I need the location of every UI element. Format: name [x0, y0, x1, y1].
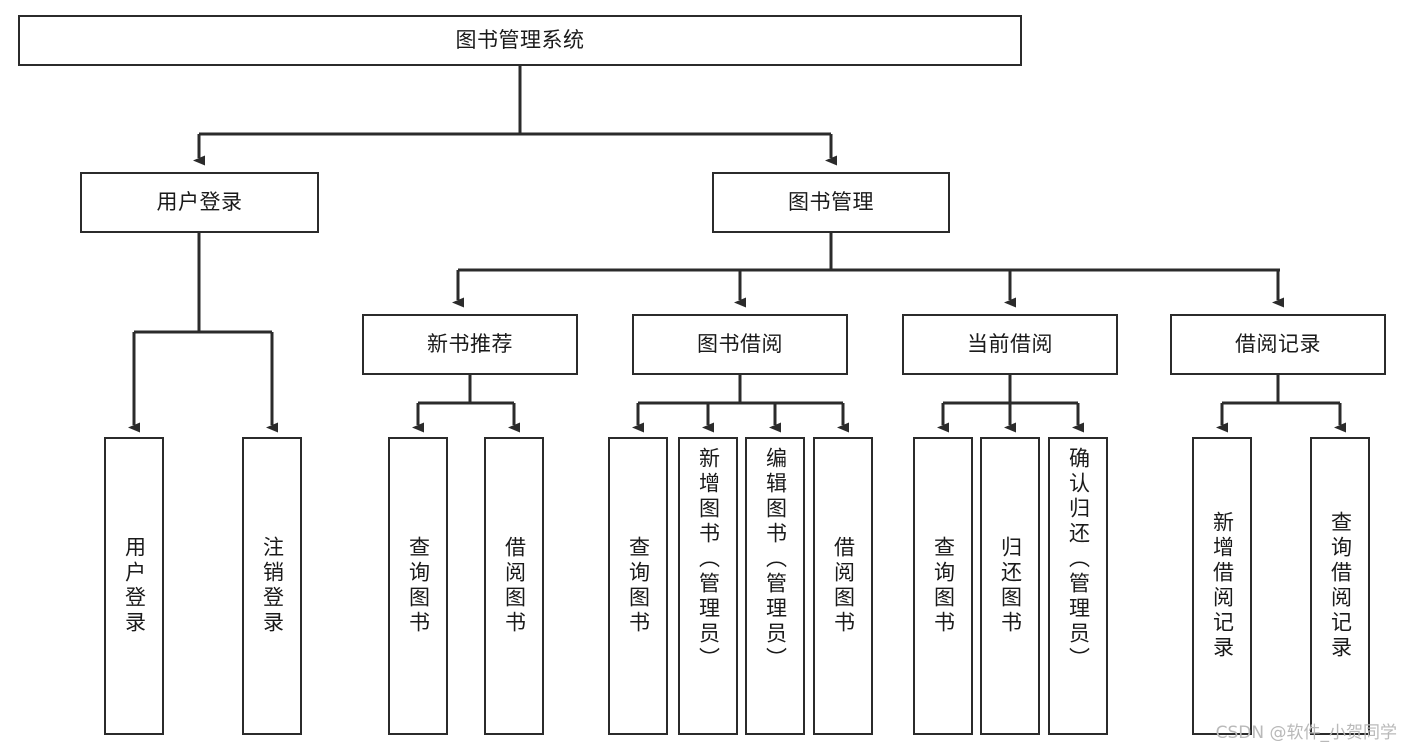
node-user-login[interactable]: 用户登录: [80, 172, 319, 233]
leaf-current-borrow-return-book[interactable]: 归还图书: [980, 437, 1040, 735]
leaf-borrow-record-add-record[interactable]: 新增借阅记录: [1192, 437, 1252, 735]
node-book-borrow[interactable]: 图书借阅: [632, 314, 848, 375]
leaf-user-login-login[interactable]: 用户登录: [104, 437, 164, 735]
node-label: 查询借阅记录: [1328, 511, 1353, 661]
csdn-watermark: CSDN @软件_小贺同学: [1215, 723, 1397, 743]
leaf-user-login-logout[interactable]: 注销登录: [242, 437, 302, 735]
node-label: 图书管理: [788, 189, 874, 214]
leaf-new-book-query-book[interactable]: 查询图书: [388, 437, 448, 735]
node-label: 查询图书: [931, 536, 956, 636]
leaf-borrow-record-query-record[interactable]: 查询借阅记录: [1310, 437, 1370, 735]
node-borrow-record[interactable]: 借阅记录: [1170, 314, 1386, 375]
node-label: 归还图书: [998, 536, 1023, 636]
node-label: 查询图书: [406, 536, 431, 636]
node-label: 借阅图书: [502, 536, 527, 636]
leaf-book-borrow-query-book[interactable]: 查询图书: [608, 437, 668, 735]
node-label: 查询图书: [626, 536, 651, 636]
node-label: 注销登录: [260, 536, 285, 636]
node-label: 新书推荐: [427, 331, 513, 356]
leaf-book-borrow-edit-book-admin[interactable]: 编辑图书（管理员）: [745, 437, 805, 735]
node-current-borrow[interactable]: 当前借阅: [902, 314, 1118, 375]
node-label: 确认归还（管理员）: [1066, 447, 1091, 672]
node-root-book-management-system[interactable]: 图书管理系统: [18, 15, 1022, 66]
node-label: 用户登录: [122, 536, 147, 636]
node-label: 新增图书（管理员）: [696, 447, 721, 672]
node-label: 图书借阅: [697, 331, 783, 356]
node-book-management[interactable]: 图书管理: [712, 172, 950, 233]
node-label: 用户登录: [156, 189, 243, 214]
node-label: 编辑图书（管理员）: [763, 447, 788, 672]
node-label: 图书管理系统: [455, 27, 585, 52]
node-label: 新增借阅记录: [1210, 511, 1235, 661]
leaf-book-borrow-add-book-admin[interactable]: 新增图书（管理员）: [678, 437, 738, 735]
node-label: 借阅图书: [831, 536, 856, 636]
node-new-book-recommend[interactable]: 新书推荐: [362, 314, 578, 375]
leaf-new-book-borrow-book[interactable]: 借阅图书: [484, 437, 544, 735]
node-label: 当前借阅: [967, 331, 1053, 356]
leaf-current-borrow-confirm-return-admin[interactable]: 确认归还（管理员）: [1048, 437, 1108, 735]
leaf-book-borrow-borrow-book[interactable]: 借阅图书: [813, 437, 873, 735]
node-label: 借阅记录: [1235, 331, 1321, 356]
leaf-current-borrow-query-book[interactable]: 查询图书: [913, 437, 973, 735]
